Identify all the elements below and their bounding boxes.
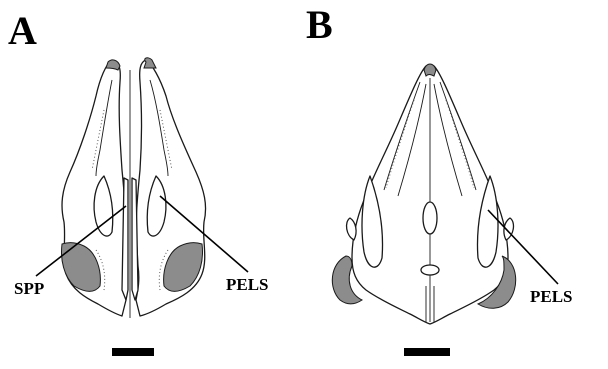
panel-b-left-small-process [347,218,357,240]
panel-a-label-spp: SPP [14,279,44,298]
panel-b-tip [424,64,436,76]
panel-a-label-pels: PELS [226,275,269,294]
panel-b-scale-bar [404,348,450,356]
panel-b-median-foramen [423,202,437,234]
panel-b-skull-drawing [332,64,515,324]
panel-a-skull-drawing [62,58,206,318]
panel-a-left-tip [106,60,120,70]
panel-b: B PELS [306,2,573,356]
panel-b-median-knob [421,265,439,275]
panel-a-letter: A [8,8,37,53]
panel-a: A [8,8,269,356]
panel-a-right-tip [144,58,156,68]
panel-b-label-pels: PELS [530,287,573,306]
panel-a-scale-bar [112,348,154,356]
panel-b-letter: B [306,2,333,47]
